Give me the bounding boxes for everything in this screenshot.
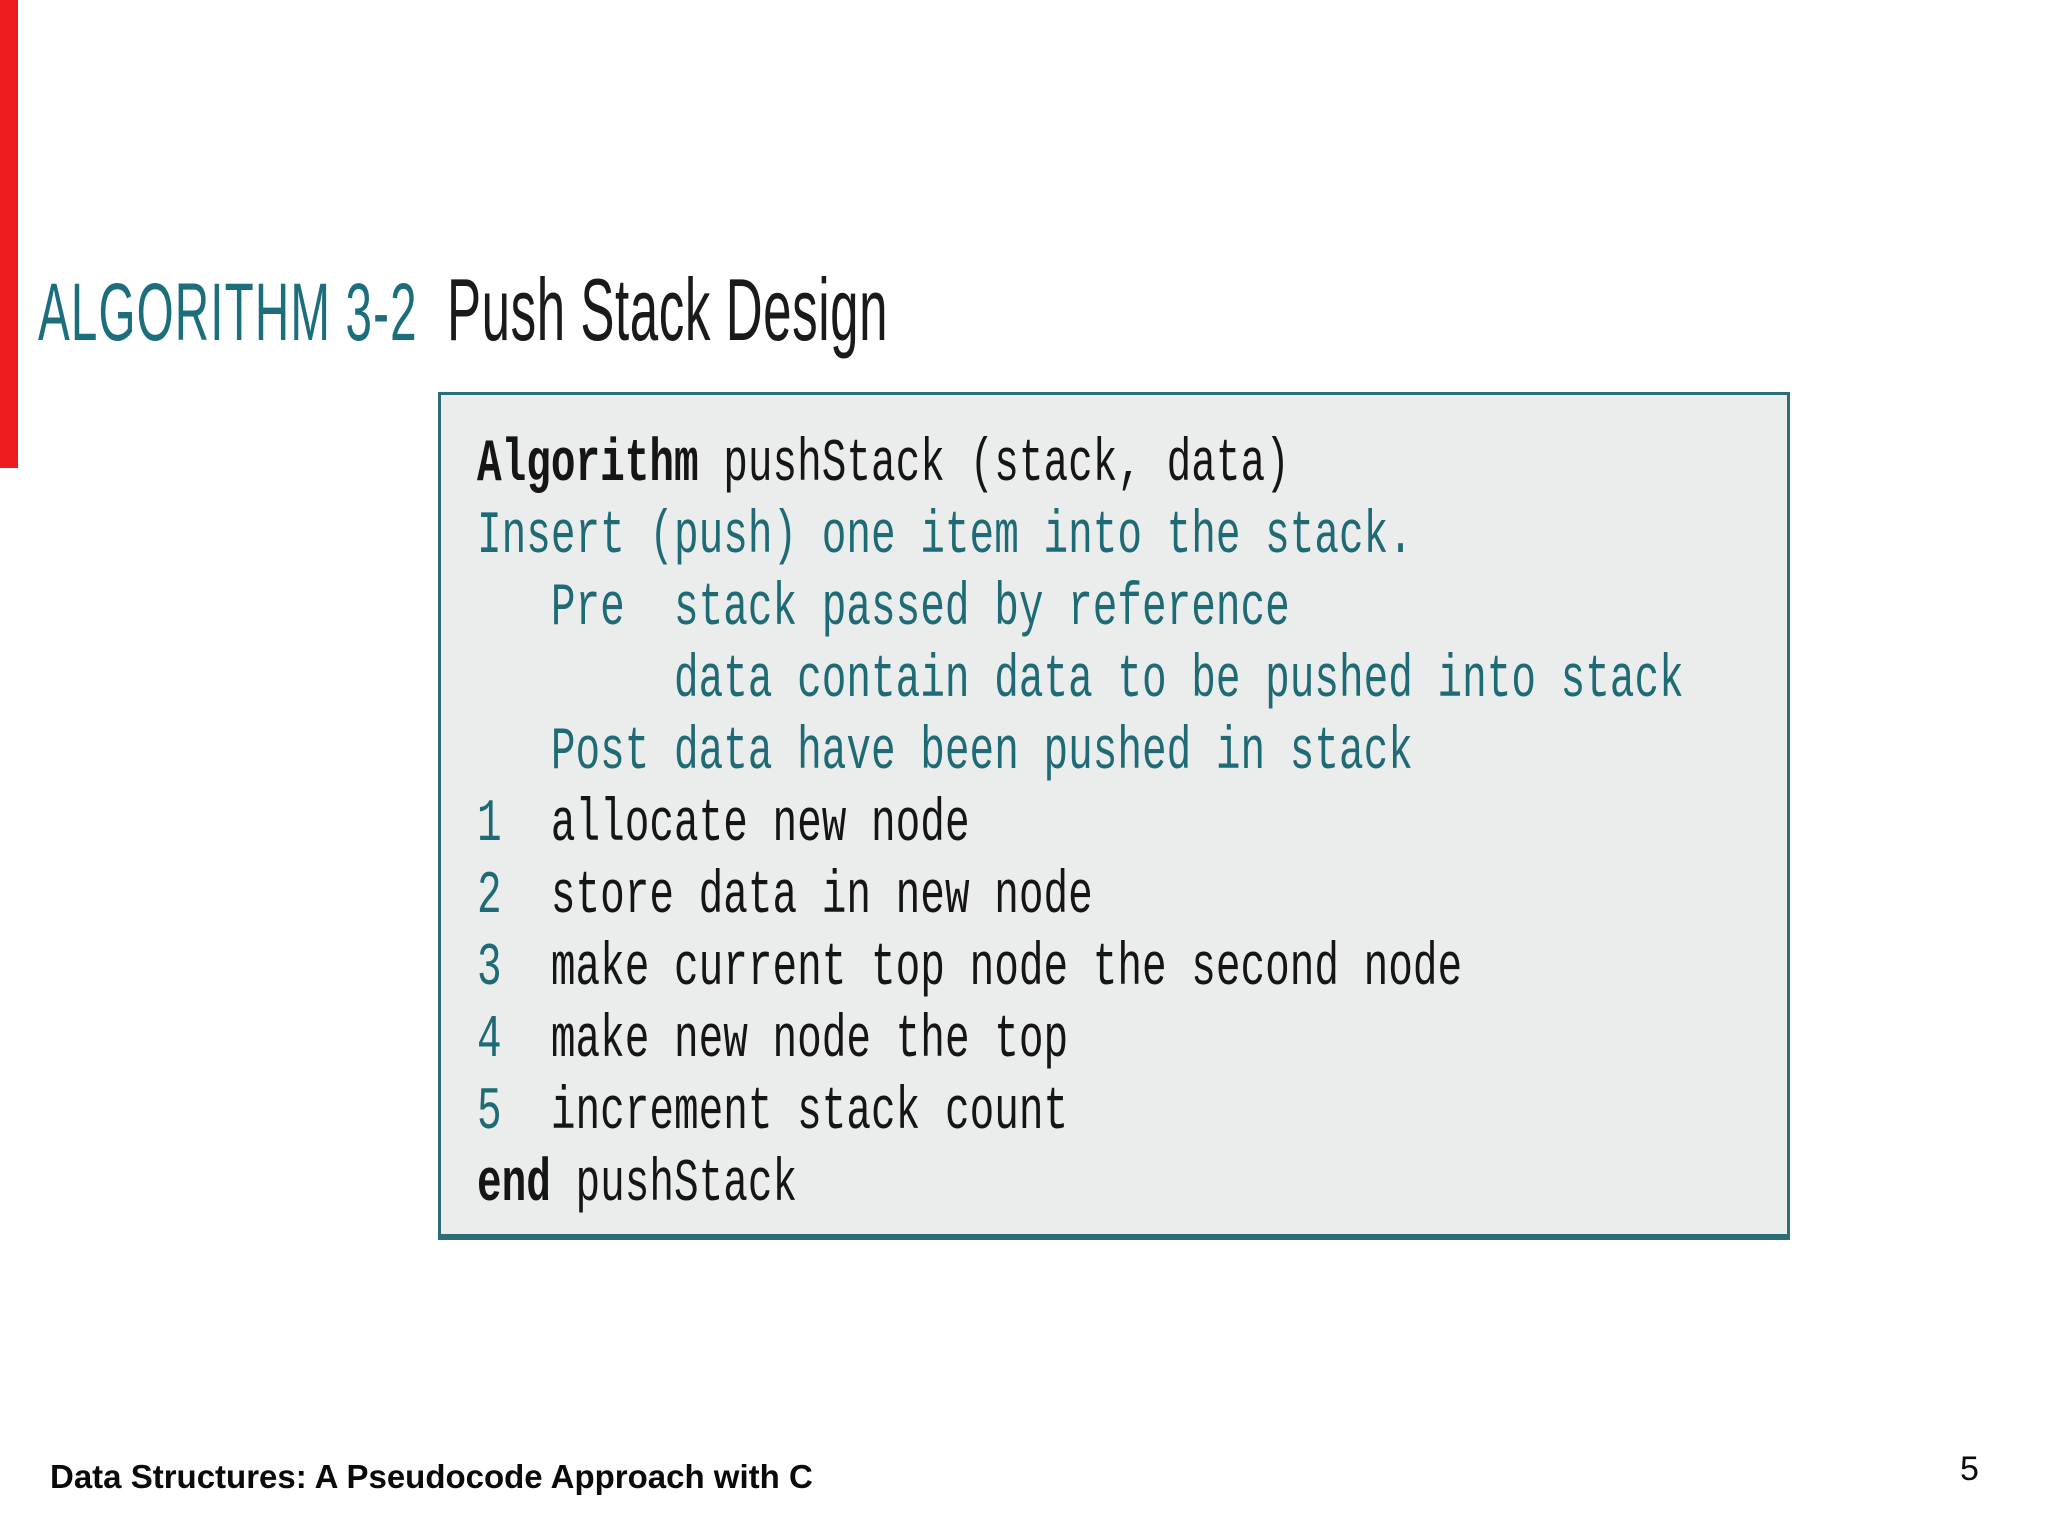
code-segment: 4: [477, 1007, 502, 1075]
code-segment: Pre stack passed by reference: [477, 575, 1290, 643]
algorithm-title: Push Stack Design: [447, 260, 889, 359]
footer-book-title: Data Structures: A Pseudocode Approach w…: [50, 1458, 813, 1495]
code-line: 5 increment stack count: [477, 1077, 1684, 1149]
code-segment: 3: [477, 935, 502, 1003]
code-segment: make current top node the second node: [501, 935, 1463, 1003]
code-line: Algorithm pushStack (stack, data): [477, 429, 1684, 501]
code-line: end pushStack: [477, 1149, 1684, 1221]
code-line: 1 allocate new node: [477, 789, 1684, 861]
pseudocode-block: Algorithm pushStack (stack, data)Insert …: [477, 429, 2048, 1221]
code-segment: increment stack count: [501, 1079, 1069, 1147]
code-segment: make new node the top: [501, 1007, 1069, 1075]
code-segment: pushStack (stack, data): [698, 431, 1290, 499]
algorithm-number-label: ALGORITHM 3-2: [38, 267, 418, 358]
code-segment: store data in new node: [501, 863, 1093, 931]
code-segment: data contain data to be pushed into stac…: [477, 647, 1684, 715]
pseudocode-box: [438, 392, 1790, 1240]
code-segment: end: [477, 1151, 551, 1219]
code-segment: Insert (push) one item into the stack.: [477, 503, 1413, 571]
red-accent-bar: [0, 0, 18, 468]
code-line: Post data have been pushed in stack: [477, 717, 1684, 789]
code-line: 3 make current top node the second node: [477, 933, 1684, 1005]
code-segment: 2: [477, 863, 502, 931]
code-segment: allocate new node: [501, 791, 970, 859]
code-segment: 1: [477, 791, 502, 859]
code-line: Pre stack passed by reference: [477, 573, 1684, 645]
code-line: data contain data to be pushed into stac…: [477, 645, 1684, 717]
code-segment: Post data have been pushed in stack: [477, 719, 1413, 787]
code-segment: 5: [477, 1079, 502, 1147]
code-line: 2 store data in new node: [477, 861, 1684, 933]
page-number: 5: [1960, 1450, 1979, 1488]
code-line: 4 make new node the top: [477, 1005, 1684, 1077]
code-segment: pushStack: [550, 1151, 798, 1219]
code-line: Insert (push) one item into the stack.: [477, 501, 1684, 573]
code-segment: Algorithm: [477, 431, 699, 499]
